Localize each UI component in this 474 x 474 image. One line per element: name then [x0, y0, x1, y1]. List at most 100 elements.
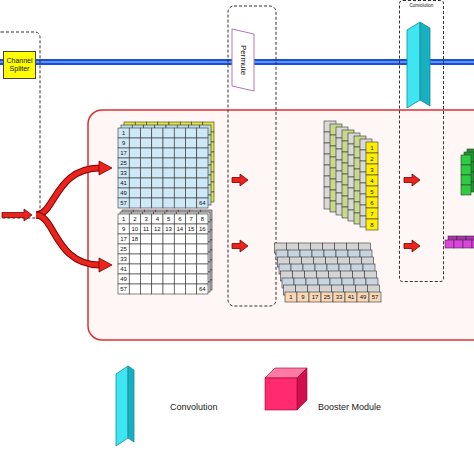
output-cell: [461, 155, 471, 165]
grid-index: 7: [370, 211, 373, 217]
tensor-cell: [186, 188, 197, 198]
split-arrow: [36, 168, 100, 215]
tensor-cell: [118, 128, 129, 138]
tensor-cell: [163, 234, 174, 244]
tensor-cell: [129, 284, 140, 294]
grid-index: 49: [120, 276, 127, 282]
tensor-cell: [321, 292, 333, 302]
tensor-cell: [163, 214, 174, 224]
grid-index: 57: [120, 200, 127, 206]
tensor-cell: [174, 158, 185, 168]
tensor-cell: [129, 188, 140, 198]
node-text: Permute: [239, 45, 248, 75]
grid-index: 17: [120, 236, 127, 242]
tensor-cell: [152, 234, 163, 244]
tensor-cell: [174, 284, 185, 294]
tensor-cell: [152, 224, 163, 234]
arrow-head: [99, 161, 112, 175]
grid-index: 14: [177, 226, 184, 232]
tensor-cell: [186, 198, 197, 208]
tensor-cell: [186, 224, 197, 234]
tensor-cell: [163, 188, 174, 198]
tensor-cell: [309, 292, 321, 302]
flow-arrow: [232, 174, 248, 186]
tensor-cell: [118, 188, 129, 198]
grid-index: 17: [120, 150, 127, 156]
tensor-cell: [163, 274, 174, 284]
tensor-cell: [174, 234, 185, 244]
grid-index: 33: [120, 170, 127, 176]
grid-index: 7: [189, 216, 192, 222]
legend-text: Booster Module: [318, 402, 381, 412]
grid-index: 41: [348, 294, 355, 300]
tensor-cell: [118, 198, 129, 208]
tensor-cell: [129, 224, 140, 234]
grid-index: 6: [370, 200, 373, 206]
flow-arrow: [2, 209, 32, 221]
tensor-cell: [197, 128, 208, 138]
tensor-cell: [129, 148, 140, 158]
tensor-cell: [197, 284, 208, 294]
grid-index: 33: [120, 256, 127, 262]
tensor-cell: [129, 158, 140, 168]
grid-index: 2: [133, 216, 136, 222]
tensor-cell: [174, 148, 185, 158]
permute-outline: [232, 29, 254, 91]
split-arrow: [36, 215, 100, 265]
tensor-cell: [197, 274, 208, 284]
tensor-cell: [174, 178, 185, 188]
tensor-cell: [163, 254, 174, 264]
grid-index: 18: [132, 236, 139, 242]
tensor-cell: [186, 254, 197, 264]
tensor-cell: [174, 214, 185, 224]
grid-index: 64: [199, 286, 206, 292]
tensor-cell: [118, 148, 129, 158]
tensor-cell: [186, 178, 197, 188]
tensor-cell: [366, 208, 378, 219]
grid-index: 1: [370, 145, 373, 151]
grid-index: 33: [336, 294, 343, 300]
tensor-cell: [366, 219, 378, 230]
tensor-cell: [174, 128, 185, 138]
grid-index: 25: [120, 160, 127, 166]
flow-arrow: [404, 240, 420, 252]
tensor-cell: [118, 264, 129, 274]
tensor-cell: [163, 158, 174, 168]
output-cell: [445, 240, 454, 248]
stage-box: [228, 6, 276, 306]
tensor-cell: [297, 292, 309, 302]
grid-index: 5: [167, 216, 170, 222]
tensor-cell: [118, 224, 129, 234]
output-cell: [472, 240, 474, 248]
tensor-cell: [118, 138, 129, 148]
tensor-cell: [333, 292, 345, 302]
grid-index: 16: [199, 226, 206, 232]
tensor-cell: [152, 138, 163, 148]
arrow-head: [99, 258, 112, 272]
tensor-cell: [118, 178, 129, 188]
grid-index: 25: [120, 246, 127, 252]
tensor-cell: [197, 264, 208, 274]
tensor-cell: [366, 153, 378, 164]
tensor-cell: [141, 224, 152, 234]
stage-box: Convolution: [399, 0, 444, 282]
grid-index: 17: [312, 294, 319, 300]
tensor-cell: [366, 197, 378, 208]
grid-index: 9: [301, 294, 304, 300]
tensor-cell: [197, 178, 208, 188]
tensor-cell: [118, 234, 129, 244]
tensor-cell: [129, 214, 140, 224]
grid-index: 2: [370, 156, 373, 162]
tensor-cell: [163, 138, 174, 148]
tensor-cell: [129, 244, 140, 254]
tensor-cell: [174, 254, 185, 264]
node-text: Channel Spliter: [4, 57, 35, 73]
tensor-cell: [357, 292, 369, 302]
tensor-cell: [152, 264, 163, 274]
output-cell: [463, 240, 472, 248]
convolution-symbol: [116, 366, 128, 446]
tensor-cell: [129, 178, 140, 188]
grid-index: 4: [156, 216, 159, 222]
grid-index: 9: [122, 226, 125, 232]
